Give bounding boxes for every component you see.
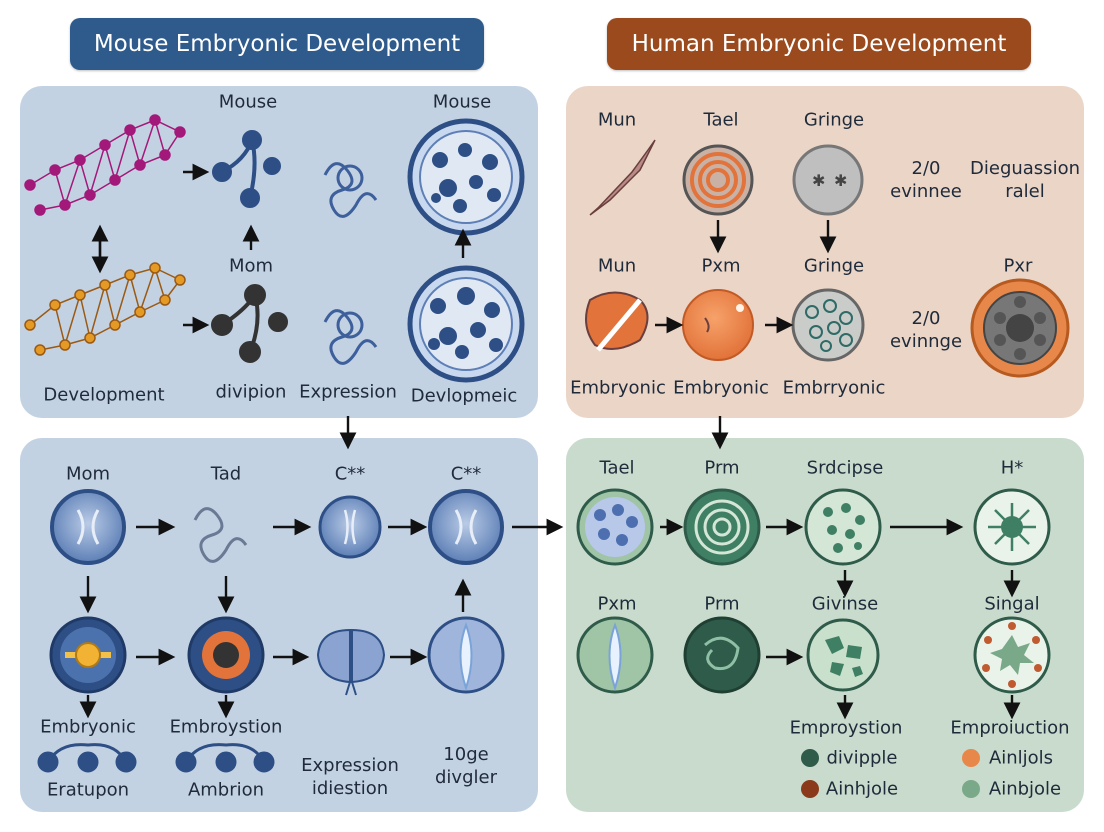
mouse-bottom-label-4: C** (450, 463, 482, 485)
yellow-core-cell-icon (49, 616, 127, 694)
molecule-pair-icon-dark (211, 284, 288, 363)
virus-cell-icon (973, 488, 1051, 566)
chain-icon-1 (37, 743, 137, 773)
mouse-bottom-label-7: Eratupon (46, 779, 130, 801)
mouse-bottom-label-10: 10ge divgler (435, 744, 497, 788)
blue-cell-icon-3 (428, 489, 504, 565)
human-top-label-1: Mun (597, 109, 637, 131)
green-spindle-cell-icon (576, 616, 654, 694)
human-top-label-12: Embryonic (673, 377, 769, 399)
legend-dot-orange (962, 749, 980, 767)
mouse-top-label-4: Development (43, 384, 165, 406)
mouse-bottom-label-1: Mom (65, 463, 111, 485)
blue-cell-icon-2 (318, 495, 382, 559)
legend-dot-brown (801, 780, 819, 798)
human-bottom-label-9: Emproystion (789, 717, 903, 739)
orange-molecule-network-icon (24, 262, 186, 356)
legend-dot-dark-green (801, 749, 819, 767)
mouse-bottom-label-9: Expression idiestion (301, 755, 399, 799)
human-top-label-10: 2/0 evinnge (889, 308, 963, 352)
human-bottom-label-6: Prm (704, 593, 740, 615)
spindle-cell-icon (427, 616, 505, 694)
mouse-top-label-5: divipion (215, 381, 287, 403)
knot-icon-3 (193, 507, 248, 563)
torn-orange-cell-icon (585, 291, 649, 352)
orange-ring-cell-icon (970, 278, 1070, 378)
molecule-pair-icon-blue (212, 130, 281, 208)
mouse-top-label-2: Mouse (432, 91, 492, 113)
human-top-label-8: Gringe (803, 255, 865, 277)
mouse-bottom-label-6: Embroystion (169, 716, 283, 738)
green-swirl-cell-icon (683, 488, 761, 566)
green-blob-cell-icon (806, 618, 880, 692)
human-top-label-11: Embryonic (570, 377, 666, 399)
magenta-molecule-network-icon (24, 114, 186, 216)
svg-text:✱: ✱ (812, 171, 825, 190)
grey-cell-icon: ✱ ✱ (792, 144, 864, 216)
human-top-label-5: Dieguassion ralel (970, 158, 1080, 202)
svg-text:✱: ✱ (834, 171, 847, 190)
human-bottom-label-2: Prm (704, 457, 740, 479)
human-bottom-label-7: Givinse (811, 593, 879, 615)
blue-cell-icon-1 (50, 489, 126, 565)
mouse-bottom-label-3: C** (334, 463, 366, 485)
chain-icon-2 (175, 743, 275, 773)
legend-dot-green (962, 780, 980, 798)
mouse-top-label-6: Expression (299, 381, 397, 403)
blue-cell-large-icon-2 (407, 265, 525, 383)
human-top-label-3: Gringe (803, 109, 865, 131)
human-top-label-2: Tael (703, 109, 739, 131)
green-dotted-cell-icon (804, 488, 882, 566)
legend-right-item-2: Ainbjole (988, 778, 1062, 800)
knot-icon-2 (323, 309, 378, 365)
split-cell-icon (316, 628, 386, 696)
blue-cell-large-icon-1 (407, 118, 525, 236)
dark-green-cell-icon (683, 616, 761, 694)
legend-right-item-1: Ainljols (988, 747, 1054, 769)
mouse-top-label-7: Devlopmeic (410, 385, 518, 407)
human-bottom-label-10: Emproiuction (950, 717, 1070, 739)
human-section-title: Human Embryonic Development (607, 18, 1031, 70)
legend-left-item-1: divipple (826, 747, 898, 769)
knot-icon-1 (323, 162, 378, 218)
human-top-label-4: 2/0 evinnee (890, 158, 962, 202)
human-bottom-label-4: H* (1000, 457, 1024, 479)
mouse-section-title: Mouse Embryonic Development (70, 18, 484, 70)
blue-cluster-cell-icon (576, 488, 654, 566)
human-bottom-label-8: Singal (984, 593, 1040, 615)
grey-cluster-cell-icon (791, 288, 865, 362)
human-top-label-13: Embrryonic (782, 377, 886, 399)
mouse-top-label-3: Mom (228, 255, 274, 277)
signal-cell-icon (973, 616, 1051, 694)
mouse-bottom-label-5: Embryonic (40, 716, 136, 738)
twisted-strand-icon (589, 139, 656, 216)
legend-left-item-2: Ainhjole (825, 778, 899, 800)
mouse-top-label-1: Mouse (218, 91, 278, 113)
human-bottom-label-5: Pxm (597, 593, 637, 615)
human-top-label-9: Pxr (1003, 255, 1033, 277)
orange-swirl-cell-icon (682, 144, 754, 216)
human-bottom-label-3: Srdcipse (806, 457, 884, 479)
human-top-label-6: Mun (597, 255, 637, 277)
mouse-bottom-label-8: Ambrion (187, 779, 265, 801)
human-top-label-7: Pxm (701, 255, 741, 277)
orange-core-cell-icon (187, 616, 265, 694)
mouse-bottom-label-2: Tad (210, 463, 242, 485)
human-bottom-label-1: Tael (599, 457, 635, 479)
